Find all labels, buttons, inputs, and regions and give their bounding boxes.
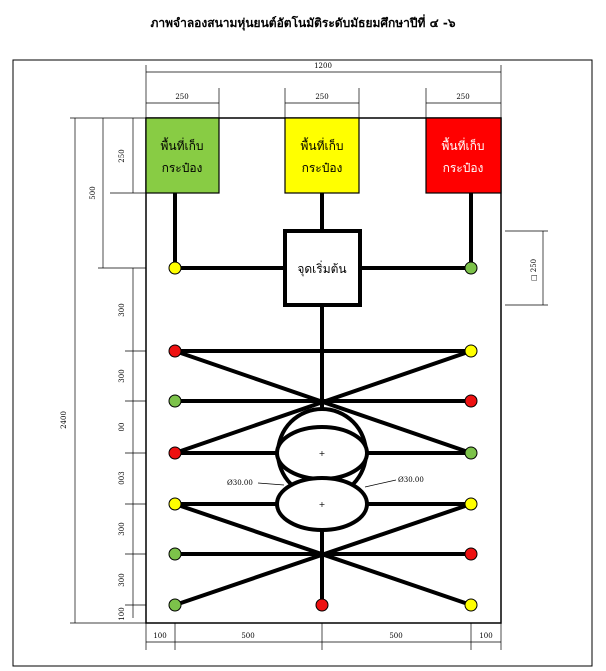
dot-left-red <box>168 344 182 358</box>
zone-green: พื้นที่เก็บ กระป๋อง <box>145 117 220 194</box>
dim-bottom-3: 500 <box>389 632 402 640</box>
dot-right-yellow <box>464 344 478 358</box>
dim-left-seg3: 00 <box>118 423 126 432</box>
zone-red: พื้นที่เก็บ กระป๋อง <box>425 117 502 194</box>
dot-left-yellow <box>168 261 182 275</box>
circle-right-leader <box>364 479 397 488</box>
dim-left-seg6: 300 <box>118 573 126 586</box>
circle-right-label: Ø30.00 <box>398 476 424 484</box>
dim-left-seg7: 100 <box>118 607 126 620</box>
dim-left-total: 2400 <box>60 411 68 429</box>
left-dimensions <box>70 117 146 624</box>
zone-red-line2: กระป๋อง <box>443 161 484 175</box>
dim-left-seg5: 300 <box>118 522 126 535</box>
dot-right-green <box>464 446 478 460</box>
zone-yellow: พื้นที่เก็บ กระป๋อง <box>284 117 360 194</box>
zone-red-box <box>425 117 502 194</box>
dim-top-zone1: 250 <box>175 93 188 101</box>
dim-left-upper: 500 <box>89 186 97 199</box>
zone-green-line1: พื้นที่เก็บ <box>160 137 203 153</box>
top-dimensions <box>145 65 502 118</box>
dim-bottom-4: 100 <box>479 632 492 640</box>
dim-left-seg4: 003 <box>118 471 126 484</box>
dim-top-zone3: 250 <box>456 93 469 101</box>
bottom-dimensions <box>145 623 502 650</box>
circle-left-label: Ø30.00 <box>227 479 253 487</box>
dot-right-yellow <box>464 497 478 511</box>
dot-bottom-red <box>315 598 329 612</box>
start-box-label: จุดเริ่มต้น <box>297 260 346 277</box>
start-box <box>283 229 362 307</box>
circle-left-leader <box>257 482 285 486</box>
zone-green-line2: กระป๋อง <box>162 161 203 175</box>
circle-lower-center: + <box>319 500 326 509</box>
marker-dots <box>168 261 478 612</box>
dim-bottom-1: 100 <box>153 632 166 640</box>
zone-green-box <box>145 117 220 194</box>
diagram-title: ภาพจำลองสนามหุ่นยนต์อัตโนมัติระดับมัธยมศ… <box>150 16 456 30</box>
zone-yellow-box <box>284 117 360 194</box>
zone-yellow-line2: กระป๋อง <box>302 161 343 175</box>
dim-left-seg2: 300 <box>118 369 126 382</box>
dot-left-red <box>168 446 182 460</box>
circle-lower-shape <box>275 476 369 532</box>
dim-bottom-2: 500 <box>241 632 254 640</box>
right-dimensions <box>505 230 548 306</box>
dot-right-yellow <box>464 598 478 612</box>
dot-left-yellow <box>168 497 182 511</box>
zone-yellow-line1: พื้นที่เก็บ <box>300 137 343 153</box>
dot-right-red <box>464 547 478 561</box>
dim-left-seg1: 300 <box>118 303 126 316</box>
outer-frame <box>12 59 593 667</box>
track-lines <box>173 191 473 607</box>
dim-right-start: □ 250 <box>530 259 538 281</box>
track-line <box>173 349 473 455</box>
dim-left-zone: 250 <box>118 149 126 162</box>
zone-red-line1: พื้นที่เก็บ <box>441 137 484 153</box>
dot-left-green <box>168 598 182 612</box>
circle-upper-center: + <box>319 449 326 458</box>
dot-right-green <box>464 261 478 275</box>
dim-top-zone2: 250 <box>315 93 328 101</box>
dot-right-red <box>464 394 478 408</box>
dot-left-green <box>168 547 182 561</box>
dot-left-green <box>168 394 182 408</box>
dim-top-total: 1200 <box>314 62 332 70</box>
